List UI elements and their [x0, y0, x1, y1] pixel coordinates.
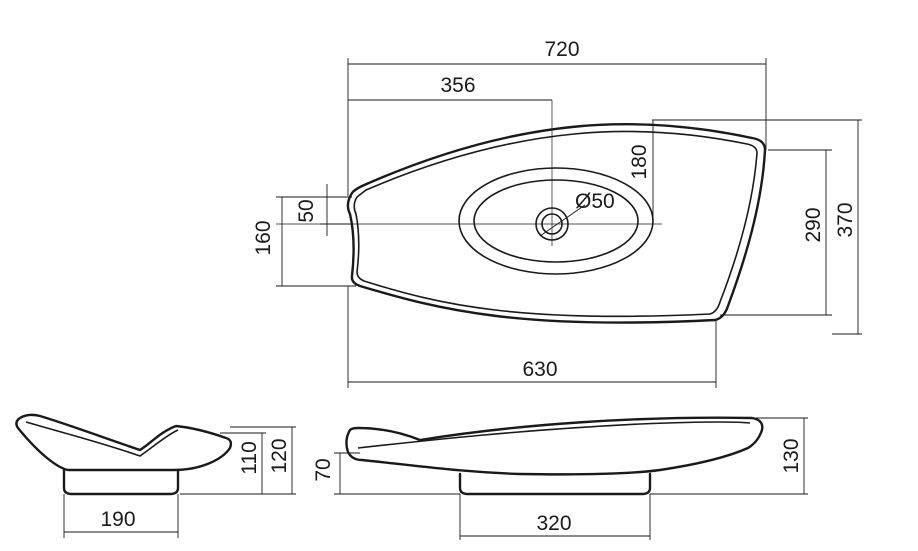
label-356: 356	[440, 74, 475, 97]
end-view: 190 110 120	[15, 413, 296, 538]
label-160: 160	[252, 220, 275, 255]
side-view-base	[458, 472, 652, 496]
basin-top-outline	[346, 123, 767, 324]
label-130: 130	[780, 438, 803, 473]
dimension-50: 50	[295, 184, 352, 236]
label-120: 120	[268, 438, 291, 473]
dimension-320: 320	[459, 494, 651, 540]
dimension-290: 290	[720, 149, 832, 316]
side-view: 70 130 320	[312, 416, 808, 540]
label-70: 70	[312, 458, 335, 481]
dimension-70: 70	[312, 452, 460, 495]
label-720: 720	[544, 38, 579, 61]
label-50: 50	[295, 199, 318, 222]
end-view-base	[62, 468, 180, 496]
dimension-160: 160	[252, 196, 356, 287]
label-290: 290	[802, 207, 825, 242]
basin-inner-rim	[353, 130, 758, 318]
label-190: 190	[100, 508, 135, 531]
dimension-370: 370	[652, 119, 862, 335]
dimension-130: 130	[650, 417, 808, 495]
label-630: 630	[522, 358, 557, 381]
label-370: 370	[834, 202, 857, 237]
bowl-inner-ellipse	[473, 179, 639, 263]
dimension-190: 190	[63, 494, 179, 538]
end-view-basin	[15, 413, 233, 472]
dimension-630: 630	[347, 286, 717, 388]
dimension-180: 180	[628, 120, 654, 224]
top-view: 720 356 180 Ø50 50 160	[252, 38, 862, 388]
dimension-356: 356	[348, 74, 552, 101]
label-drain-diameter: Ø50	[575, 190, 615, 213]
dimension-720: 720	[347, 38, 767, 196]
label-110: 110	[238, 441, 261, 474]
side-view-basin	[345, 416, 764, 476]
label-180: 180	[628, 144, 651, 179]
dimension-110: 110	[180, 432, 296, 495]
bowl-outer-ellipse	[458, 167, 654, 275]
dimension-120: 120	[230, 426, 296, 494]
end-view-inner-line	[25, 421, 179, 457]
side-view-inner-line	[357, 421, 751, 449]
label-320: 320	[536, 512, 571, 535]
drain-diameter-leader	[539, 204, 586, 237]
